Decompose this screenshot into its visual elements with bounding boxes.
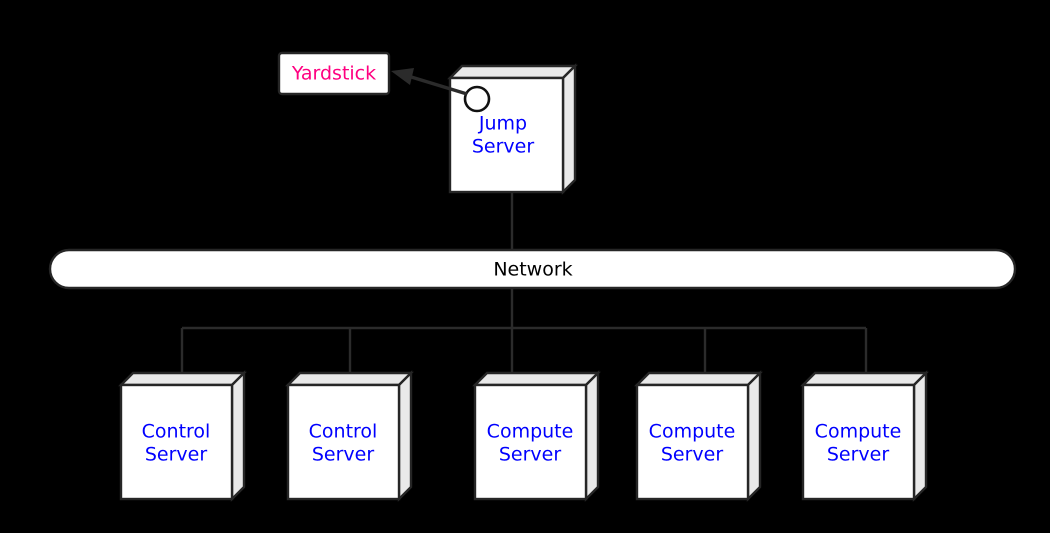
compute-server-3-top-face [800,371,929,387]
network-node[interactable]: Network [48,248,1017,290]
control-server-1-right-face [230,370,246,502]
control-server-1-front-face[interactable] [119,383,234,501]
control-server-2-top-face [285,371,414,387]
network-bar[interactable] [48,248,1017,290]
server-node-compute-server-2[interactable]: Compute Server [634,370,763,502]
jump-server-label-line2: Server [472,136,534,158]
jump-server-label-line1: Jump [478,113,527,135]
network-label: Network [493,259,572,281]
jump-server-right-face [561,63,577,195]
compute-server-1-right-face [584,370,600,502]
yardstick-node[interactable]: Yardstick [277,51,391,96]
control-server-2-label-line1: Control [309,421,378,443]
server-row: Control Server Control Server Compute Se… [118,370,929,502]
control-server-2-front-face[interactable] [286,383,401,501]
compute-server-3-front-face[interactable] [801,383,916,501]
compute-server-3-label-line1: Compute [815,421,902,443]
control-server-2-label-line2: Server [312,444,374,466]
server-node-control-server-1[interactable]: Control Server [118,370,247,502]
jump-server-connection-port-icon [463,85,491,113]
compute-server-2-label-line2: Server [661,444,723,466]
server-node-control-server-2[interactable]: Control Server [285,370,414,502]
yardstick-label: Yardstick [291,63,376,85]
connector-group [180,192,868,374]
server-node-compute-server-3[interactable]: Compute Server [800,370,929,502]
compute-server-3-label-line2: Server [827,444,889,466]
control-server-1-label-line2: Server [145,444,207,466]
yardstick-arrow [391,68,468,96]
compute-server-1-front-face[interactable] [473,383,588,501]
compute-server-3-right-face [912,370,928,502]
compute-server-1-label-line2: Server [499,444,561,466]
control-server-2-right-face [397,370,413,502]
compute-server-1-label-line1: Compute [487,421,574,443]
jump-server-top-face [447,64,578,80]
server-node-compute-server-1[interactable]: Compute Server [472,370,601,502]
control-server-1-label-line1: Control [142,421,211,443]
yardstick-arrow-head-icon [391,68,414,85]
control-server-1-top-face [118,371,247,387]
compute-server-2-right-face [746,370,762,502]
yardstick-arrow-line [407,74,468,96]
jump-server-node[interactable]: Jump Server [447,63,578,195]
compute-server-2-top-face [634,371,763,387]
yardstick-box[interactable] [277,51,391,96]
compute-server-1-top-face [472,371,601,387]
compute-server-2-label-line1: Compute [649,421,736,443]
compute-server-2-front-face[interactable] [635,383,750,501]
